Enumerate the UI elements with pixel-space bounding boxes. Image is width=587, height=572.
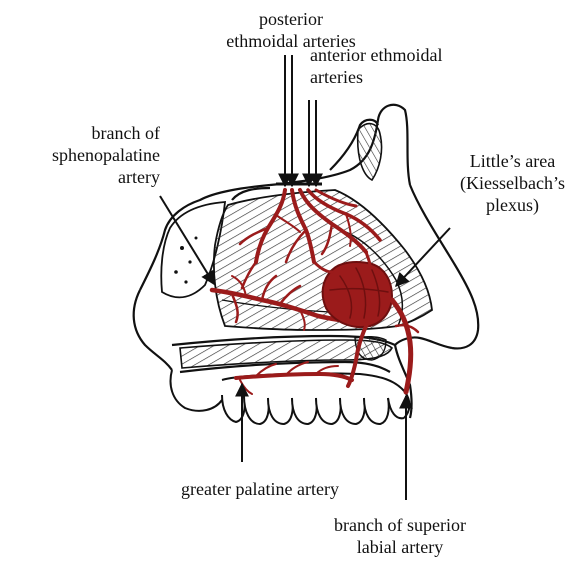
label-line: artery xyxy=(4,166,160,188)
label-littles-area: Little’s area (Kiesselbach’s plexus) xyxy=(440,150,585,216)
label-line: branch of xyxy=(4,122,160,144)
label-line: (Kiesselbach’s xyxy=(440,172,585,194)
upper-jaw xyxy=(171,370,410,424)
label-line: arteries xyxy=(310,66,510,88)
label-greater-palatine-artery: greater palatine artery xyxy=(140,478,380,500)
label-line: sphenopalatine xyxy=(4,144,160,166)
label-line: plexus) xyxy=(440,194,585,216)
label-anterior-ethmoidal-arteries: anterior ethmoidal arteries xyxy=(310,44,510,88)
label-branch-of-sphenopalatine-artery: branch of sphenopalatine artery xyxy=(4,122,160,188)
label-line: Little’s area xyxy=(440,150,585,172)
label-branch-of-superior-labial-artery: branch of superior labial artery xyxy=(300,514,500,558)
frontal-sinus xyxy=(358,124,382,180)
label-line: greater palatine artery xyxy=(140,478,380,500)
label-line: labial artery xyxy=(300,536,500,558)
label-line: branch of superior xyxy=(300,514,500,536)
label-line: posterior xyxy=(196,8,386,30)
label-line: anterior ethmoidal xyxy=(310,44,510,66)
